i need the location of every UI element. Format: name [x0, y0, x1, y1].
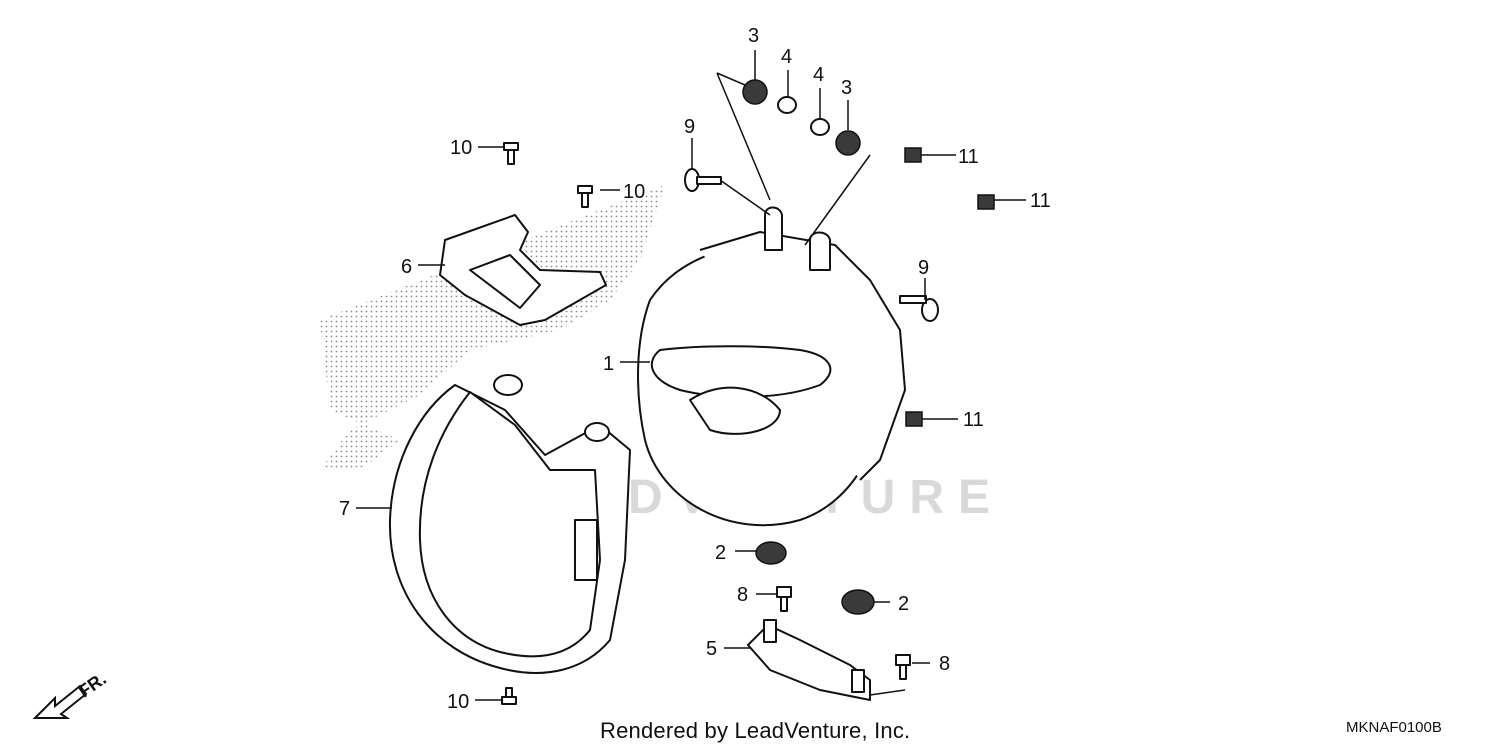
callout-9a: 9	[684, 116, 695, 138]
collar-part-b[interactable]	[810, 118, 830, 136]
screw-part-a[interactable]	[503, 142, 519, 165]
callout-4a: 4	[781, 46, 792, 68]
callout-5: 5	[706, 638, 717, 660]
upper-grommet-part-b[interactable]	[835, 130, 861, 156]
collar-part-a[interactable]	[777, 96, 797, 114]
callout-11b: 11	[1030, 190, 1051, 212]
callout-10b: 10	[623, 181, 645, 203]
render-credit: Rendered by LeadVenture, Inc.	[600, 718, 911, 743]
headlight-unit-part[interactable]	[637, 206, 906, 527]
callout-6: 6	[401, 256, 412, 278]
headlight-case-part[interactable]	[388, 374, 631, 674]
frame-reference-shading	[320, 185, 665, 470]
callout-8a: 8	[737, 584, 748, 606]
callout-2a: 2	[715, 542, 726, 564]
leader-lines	[356, 50, 1026, 701]
grommet-part-b[interactable]	[841, 589, 875, 615]
callout-10a: 10	[450, 137, 472, 159]
bolt-part-b[interactable]	[899, 295, 939, 322]
screw-part-b[interactable]	[577, 185, 593, 208]
lower-stay-part[interactable]	[747, 619, 906, 701]
callout-labels: 1 2 2 3 3 4 4 5 6 7 8 8 9 9 10 10 10 11 …	[339, 25, 1051, 713]
upper-grommet-part-a[interactable]	[742, 79, 768, 105]
front-direction-arrow-icon: FR.	[32, 669, 110, 719]
callout-3b: 3	[841, 77, 852, 99]
callout-11c: 11	[963, 409, 984, 431]
callout-10c: 10	[447, 691, 469, 713]
callout-9b: 9	[918, 257, 929, 279]
clip-part-c[interactable]	[905, 411, 923, 427]
callout-11a: 11	[958, 146, 979, 168]
grommet-part-a[interactable]	[755, 541, 787, 565]
diagram-code: MKNAF0100B	[1346, 719, 1442, 736]
bolt-part-a[interactable]	[684, 168, 722, 192]
clip-part-a[interactable]	[904, 147, 922, 163]
callout-7: 7	[339, 498, 350, 520]
small-bolt-part-b[interactable]	[895, 654, 911, 680]
callout-2b: 2	[898, 593, 909, 615]
callout-1: 1	[603, 353, 614, 375]
callout-4b: 4	[813, 64, 824, 86]
callout-3a: 3	[748, 25, 759, 47]
mounting-bracket-part[interactable]	[439, 214, 607, 326]
clip-part-b[interactable]	[977, 194, 995, 210]
small-bolt-part-a[interactable]	[776, 586, 792, 612]
screw-part-c[interactable]	[501, 687, 517, 705]
callout-8b: 8	[939, 653, 950, 675]
